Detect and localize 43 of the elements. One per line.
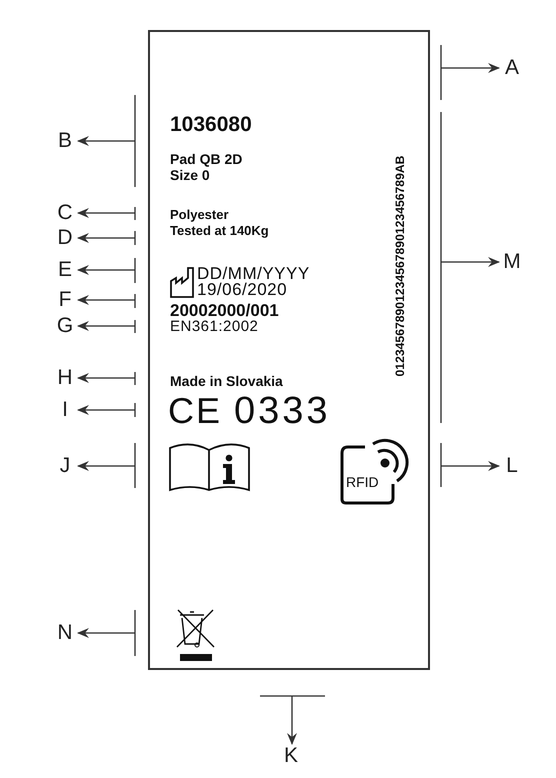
- callout-arrow: [77, 461, 135, 471]
- callout-letter: B: [54, 128, 76, 154]
- callout-letter: N: [54, 620, 76, 646]
- origin-text: Made in Slovakia: [170, 374, 283, 388]
- callout-arrow: [77, 208, 135, 218]
- callout-arrow: [441, 63, 500, 73]
- callout-letter: G: [54, 313, 76, 339]
- product-label: [148, 30, 430, 670]
- callout-arrow: [77, 136, 135, 146]
- standard-text: EN361:2002: [170, 319, 258, 334]
- callout-arrow: [77, 628, 135, 638]
- notified-body-number: 0333: [234, 392, 331, 430]
- material-text: Polyester: [170, 208, 229, 221]
- callout-letter: H: [54, 365, 76, 391]
- callout-letter: M: [501, 249, 523, 275]
- test-load-text: Tested at 140Kg: [170, 224, 269, 237]
- callout-arrow: [77, 233, 135, 243]
- conformity-mark: CE: [168, 393, 222, 429]
- callout-letter: K: [280, 743, 302, 769]
- manufacture-date: 19/06/2020: [197, 281, 288, 298]
- callout-letter: A: [501, 55, 523, 81]
- callout-arrow: [77, 265, 135, 275]
- size-text: Size 0: [170, 168, 210, 182]
- rfid-text: RFID: [346, 475, 379, 489]
- serial-number: 20002000/001: [170, 302, 279, 319]
- vertical-serial-code: 012345678901234567890123456789AB: [394, 156, 406, 376]
- callout-arrow: [441, 461, 500, 471]
- callout-arrow: [77, 373, 135, 383]
- callout-letter: J: [54, 453, 76, 479]
- callout-letter: F: [54, 287, 76, 313]
- date-format-text: DD/MM/YYYY: [197, 265, 310, 282]
- part-number: 1036080: [170, 114, 252, 135]
- callout-arrow: [287, 696, 297, 745]
- callout-letter: C: [54, 200, 76, 226]
- callout-arrow: [77, 295, 135, 305]
- callout-letter: D: [54, 225, 76, 251]
- callout-arrow: [77, 321, 135, 331]
- callout-letter: I: [54, 397, 76, 423]
- callout-letter: L: [501, 453, 523, 479]
- product-description: Pad QB 2D: [170, 152, 242, 166]
- callout-letter: E: [54, 257, 76, 283]
- callout-arrow: [441, 257, 500, 267]
- callout-arrow: [77, 405, 135, 415]
